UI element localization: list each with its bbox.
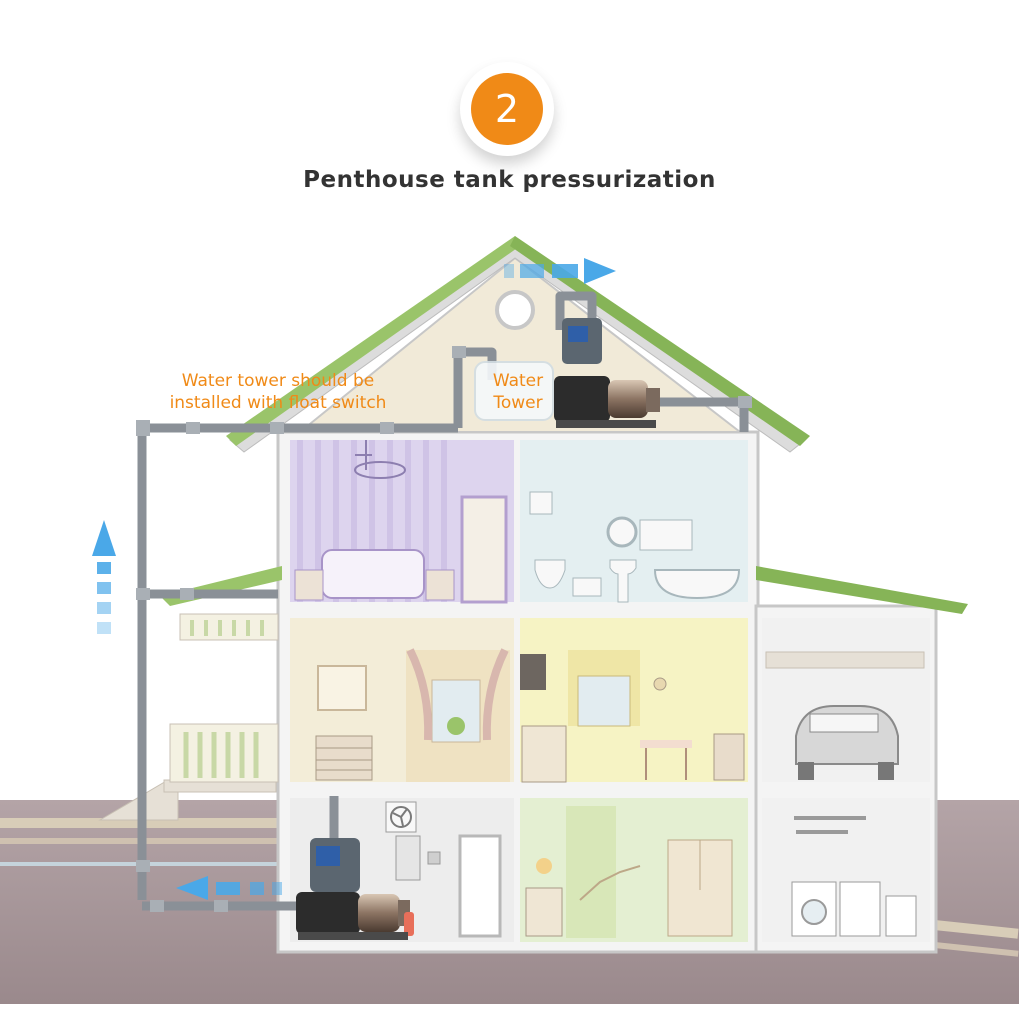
step-badge: 2: [460, 62, 554, 156]
room-laundry: [762, 798, 930, 942]
washing-machine-icon: [792, 882, 836, 936]
room-garage: [762, 618, 930, 782]
room-bathroom: [520, 440, 748, 602]
water-tower-label-line-2: Tower: [472, 392, 564, 414]
room-kitchen: [520, 618, 748, 782]
page-title: Penthouse tank pressurization: [0, 167, 1019, 193]
up-arrow-icon: [92, 520, 116, 634]
float-switch-note-line-1: Water tower should be: [128, 370, 428, 392]
water-tower-label-line-1: Water: [472, 370, 564, 392]
room-hall: [520, 798, 748, 942]
balcony-lower: [170, 724, 278, 782]
step-number: 2: [471, 73, 543, 145]
room-bedroom: [290, 440, 514, 602]
fan-icon: [386, 802, 416, 832]
water-tower-label: Water Tower: [472, 370, 564, 414]
float-switch-note: Water tower should be installed with flo…: [128, 370, 428, 414]
float-switch-note-line-2: installed with float switch: [128, 392, 428, 414]
balcony-upper: [180, 614, 278, 640]
room-living: [290, 618, 514, 782]
